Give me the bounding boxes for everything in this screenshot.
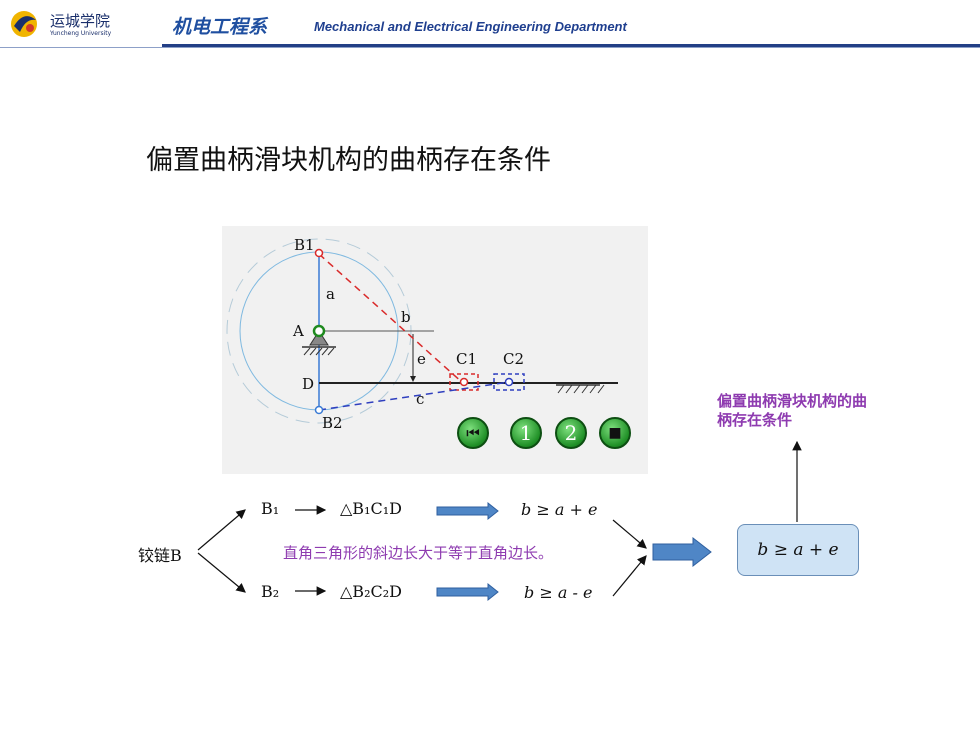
b2-label: B₂ bbox=[261, 582, 280, 601]
stop-icon: ■ bbox=[608, 425, 622, 441]
explanation-text: 直角三角形的斜边长大于等于直角边长。 bbox=[283, 544, 554, 562]
slider-c2 bbox=[493, 373, 525, 391]
page-title: 偏置曲柄滑块机构的曲柄存在条件 bbox=[146, 145, 551, 176]
inequality-2: b ≥ a - e bbox=[524, 583, 593, 602]
ground-d-hatch bbox=[557, 384, 605, 394]
department-title-cn: 机电工程系 bbox=[172, 16, 268, 38]
label-b1: B1 bbox=[294, 236, 315, 254]
arrow-ineq1-merge bbox=[612, 519, 647, 549]
step-1-button[interactable]: 1 bbox=[510, 417, 542, 449]
point-b1 bbox=[314, 248, 324, 258]
block-arrow-result bbox=[652, 536, 712, 568]
school-name: 运城学院 bbox=[50, 12, 111, 30]
point-b2 bbox=[314, 405, 324, 415]
step-1-label: 1 bbox=[519, 421, 533, 445]
block-arrow-2 bbox=[436, 582, 499, 602]
ground-a-hatch bbox=[303, 347, 335, 356]
header-divider-thin bbox=[0, 47, 980, 48]
coupler-b1 bbox=[318, 253, 465, 385]
stop-button[interactable]: ■ bbox=[599, 417, 631, 449]
step-2-button[interactable]: 2 bbox=[555, 417, 587, 449]
arrow-to-b1 bbox=[197, 509, 246, 551]
triangle-1-label: △B₁C₁D bbox=[340, 499, 402, 518]
step-2-label: 2 bbox=[564, 421, 578, 445]
mechanism-drawing: B1 a b A e C1 C2 D c B2 bbox=[226, 236, 618, 432]
triangle-2-label: △B₂C₂D bbox=[340, 582, 402, 601]
header-divider bbox=[162, 44, 980, 47]
hinge-b-label: 铰链B bbox=[138, 546, 182, 565]
logo-emblem-icon bbox=[11, 11, 37, 37]
b1-label: B₁ bbox=[261, 499, 280, 518]
label-c-link: c bbox=[416, 390, 424, 408]
label-c1: C1 bbox=[456, 350, 477, 368]
school-subtitle: Yuncheng University bbox=[50, 30, 112, 37]
label-b-link: b bbox=[401, 308, 411, 326]
rewind-icon: ⏮ bbox=[466, 424, 480, 442]
arrow-ineq2-merge bbox=[612, 555, 647, 597]
inequality-1: b ≥ a + e bbox=[521, 500, 598, 519]
label-b2: B2 bbox=[322, 414, 343, 432]
label-e: e bbox=[417, 350, 426, 368]
coupler-b2 bbox=[318, 381, 510, 411]
arrow-to-b2 bbox=[197, 552, 246, 593]
pivot-a-support bbox=[309, 330, 329, 346]
block-arrow-1 bbox=[436, 501, 499, 521]
slider-c1 bbox=[449, 373, 479, 391]
result-box: b ≥ a + e bbox=[737, 524, 859, 576]
university-logo: 运城学院 Yuncheng University bbox=[6, 6, 156, 42]
joint-c2 bbox=[504, 377, 514, 387]
offset-e-arrow bbox=[410, 376, 416, 382]
joint-c1 bbox=[459, 377, 469, 387]
result-inequality: b ≥ a + e bbox=[757, 540, 839, 560]
label-d: D bbox=[302, 375, 314, 393]
condition-caption: 偏置曲柄滑块机构的曲柄存在条件 bbox=[717, 392, 868, 429]
pivot-a bbox=[312, 324, 326, 338]
department-title-en: Mechanical and Electrical Engineering De… bbox=[314, 19, 627, 34]
label-c2: C2 bbox=[503, 350, 524, 368]
page-header: 运城学院 Yuncheng University 机电工程系 Mechanica… bbox=[0, 0, 980, 50]
rewind-button[interactable]: ⏮ bbox=[457, 417, 489, 449]
label-a-pivot: A bbox=[292, 322, 304, 340]
label-a-link: a bbox=[326, 285, 335, 303]
